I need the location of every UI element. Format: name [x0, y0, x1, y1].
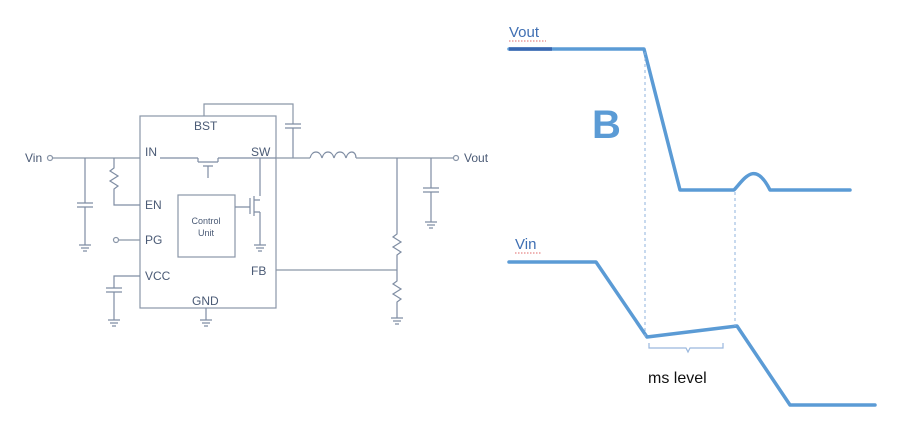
pin-label-sw: SW	[251, 145, 271, 159]
feedback-divider-bottom	[391, 270, 403, 325]
pin-label-pg: PG	[145, 233, 162, 247]
pg-terminal	[112, 236, 120, 244]
buck-converter-schematic: BST IN SW EN PG VCC FB GND Control Unit …	[25, 103, 489, 327]
output-capacitor	[423, 158, 439, 229]
panel-letter: B	[592, 103, 621, 147]
control-unit-label-line2: Unit	[198, 228, 215, 238]
vin-trace	[507, 260, 877, 407]
vout-waveform-label: Vout	[509, 24, 540, 41]
control-unit-box	[177, 194, 236, 258]
input-capacitor	[77, 158, 93, 252]
pin-label-fb: FB	[251, 264, 266, 278]
pin-label-in: IN	[145, 145, 157, 159]
bootstrap-loop	[203, 103, 294, 124]
en-pullup-resistor	[108, 158, 140, 206]
waveform-panel: Vout B Vin ms level	[507, 24, 877, 407]
pin-label-vcc: VCC	[145, 269, 171, 283]
control-unit-label-line1: Control	[191, 216, 220, 226]
duration-label: ms level	[648, 370, 707, 387]
high-side-switch	[160, 157, 276, 178]
pin-label-bst: BST	[194, 119, 218, 133]
vin-terminal-label: Vin	[25, 151, 42, 165]
pin-label-gnd: GND	[192, 294, 219, 308]
low-side-switch	[235, 158, 266, 252]
ic-body	[139, 115, 277, 309]
pin-label-en: EN	[145, 198, 162, 212]
inductor	[309, 151, 357, 159]
vin-waveform-label: Vin	[515, 236, 536, 253]
vout-trace	[507, 47, 852, 192]
bootstrap-capacitor	[285, 123, 301, 158]
feedback-divider-top	[391, 158, 403, 270]
duration-brace	[648, 343, 724, 354]
vout-terminal	[452, 154, 460, 162]
vcc-capacitor	[106, 275, 140, 327]
vout-terminal-label: Vout	[464, 151, 489, 165]
gnd-pin	[200, 308, 212, 327]
vin-terminal	[46, 154, 54, 162]
